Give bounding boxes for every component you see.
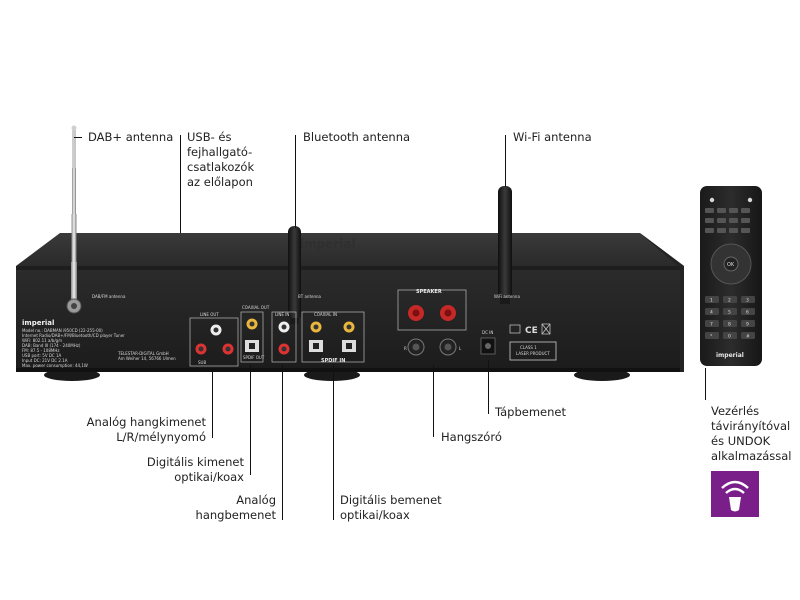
remote-control: OK 1 2 3 4 5 6 7 8 9 * 0 # imperial [700,186,762,366]
spec-line: Max. power consumption: 44,1W [22,363,88,368]
panel-speaker-left: L [459,346,462,351]
label-speaker: Hangszóró [441,430,502,444]
svg-text:3: 3 [746,298,749,304]
label-bluetooth-antenna: Bluetooth antenna [303,130,411,144]
remote-key: 1 [705,296,719,304]
remote-keypad: 1 2 3 4 5 6 7 8 9 * 0 # [705,296,755,340]
leader-speaker [433,365,434,437]
leader-digital-in [333,365,334,520]
panel-wifi-label: WiFi antenna [494,294,520,299]
spec-line: WiFi: 802.11 a/b/g/n [22,338,63,343]
panel-coaxial-out-label: COAXIAL OUT [242,305,270,310]
label-power-in: Tápbemenet [495,405,566,419]
leader-digital-out [250,365,251,475]
spec-line: Model no.: DABMAN i950CD (22-255-00) [22,328,103,333]
dab-telescopic-antenna [66,125,82,314]
leader-analog-out [212,372,213,438]
spec-lines: Model no.: DABMAN i950CD (22-255-00)Inte… [22,328,125,368]
leader-analog-in [282,365,283,520]
spec-line: FM: 87.5 - 108MHz [22,348,59,353]
telestar-line: Am Weiher 14, 56766 Ulmen [118,356,176,361]
svg-text:5: 5 [728,310,731,316]
panel-class1-line2: LASER PRODUCT [516,351,550,356]
panel-line-in-label: LINE IN [275,312,289,317]
panel-spdif-in-label: SPDIF IN [321,358,345,364]
label-dab-antenna: DAB+ antenna [88,130,174,144]
svg-text:CE: CE [525,326,538,336]
remote-key: 8 [723,320,737,328]
panel-spdif-out-label: SPDIF OUT [243,355,265,360]
panel-dab-fm-label: DAB/FM antenna [92,294,126,299]
panel-bt-label: BT antenna [298,294,322,299]
spec-line: Input DC: 21V DC 2.1A [22,358,68,363]
remote-brand: imperial [716,352,744,359]
undok-app-icon [711,471,759,517]
svg-text:1: 1 [710,298,713,304]
svg-text:7: 7 [710,322,713,328]
panel-coaxial-in-label: COAXIAL IN [314,312,337,317]
panel-speaker-right: R [404,346,407,351]
label-analog-in: Analóg hangbemenet [195,493,276,522]
svg-text:4: 4 [710,310,713,316]
rca-line-out [195,324,234,355]
label-analog-out: Analóg hangkimenet L/R/mélynyomó [86,415,206,444]
panel-speaker-label: SPEAKER [416,289,442,295]
svg-text:9: 9 [746,322,749,328]
spec-line: Internet Radio/DAB+/FM/Bluetooth/CD play… [22,333,125,338]
remote-key: 3 [741,296,755,304]
label-digital-out: Digitális kimenet optikai/koax [146,455,244,484]
leader-bluetooth [295,135,296,228]
remote-key: 6 [741,308,755,316]
label-wifi-antenna: Wi-Fi antenna [513,130,592,144]
top-logo-faint: imperial [300,237,356,251]
svg-text:6: 6 [746,310,749,316]
panel-brand: imperial [22,319,54,327]
svg-text:0: 0 [728,334,731,340]
svg-text:2: 2 [728,298,731,304]
spec-line: DAB: Band III (174 - 240MHz) [22,343,81,348]
bluetooth-antenna-stick [288,226,301,324]
telestar-line: TELESTAR-DIGITAL GmbH [117,351,169,356]
remote-key: 2 [723,296,737,304]
panel-dc-in-label: DC IN [482,330,493,335]
spec-line: USB port: 5V DC 1A [22,353,62,358]
label-digital-in: Digitális bemenet optikai/koax [340,493,442,522]
remote-key: 9 [741,320,755,328]
panel-sub-label: SUB [198,360,206,365]
compliance-marks: CE [509,323,551,336]
svg-text:8: 8 [728,322,731,328]
remote-key: 5 [723,308,737,316]
panel-class1-line1: CLASS 1 [520,345,537,350]
leader-wifi [505,135,506,187]
label-usb-headphone: USB- és fejhallgató- csatlakozók az elől… [187,130,255,189]
leader-usb [180,135,181,233]
svg-text:*: * [710,334,713,340]
panel-line-out-label: LINE OUT [200,312,219,317]
leader-remote [705,368,706,400]
wifi-antenna-stick [498,186,512,304]
remote-key: # [741,332,755,340]
remote-key: 7 [705,320,719,328]
back-panel: imperial Model no.: DABMAN i950CD (22-25… [22,289,557,368]
remote-key: * [705,332,719,340]
device-chassis [16,233,684,372]
remote-key: 0 [723,332,737,340]
svg-text:#: # [746,334,750,340]
leader-dab [74,137,82,138]
remote-key: 4 [705,308,719,316]
leader-power [488,360,489,414]
label-remote-control: Vezérlés távirányítóval és UNDOK alkalma… [711,404,792,463]
speaker-terminals [407,305,457,356]
remote-ok-label: OK [727,262,735,268]
